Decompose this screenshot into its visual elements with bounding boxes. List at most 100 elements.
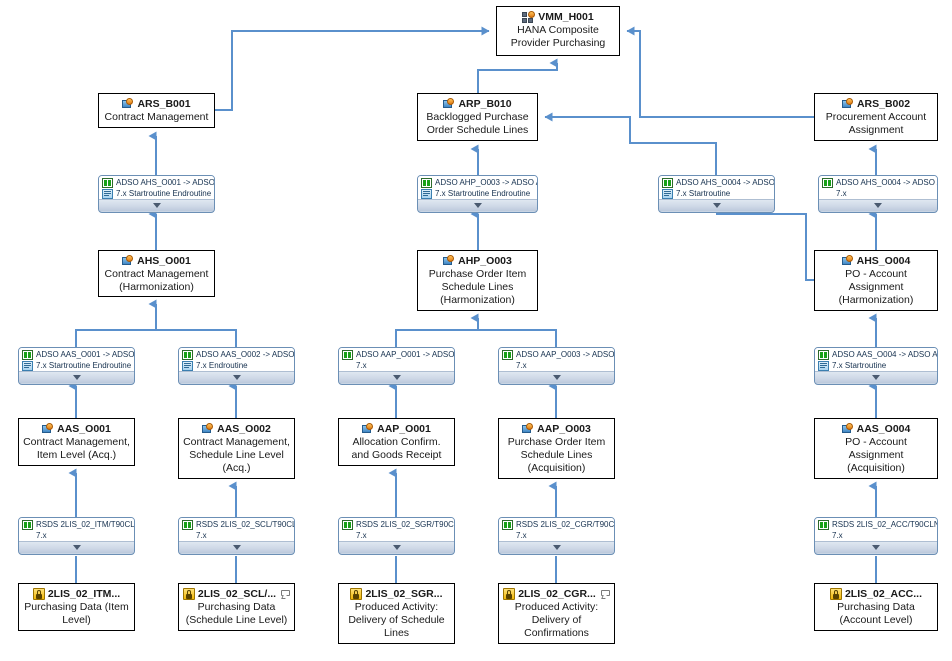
expand-collapse-handle[interactable] [99,199,214,211]
node-id-label: AAS_O004 [856,423,911,435]
transformation-icon [22,520,33,530]
transformation-ahs-o001-to-ar[interactable]: ADSO AHS_O001 -> ADSO AR... 7.x Startrou… [98,175,215,213]
node-ahs-o001[interactable]: AHS_O001 Contract Management (Harmonizat… [98,250,215,297]
transformation-body: RSDS 2LIS_02_SGR/T90CLNTO... 7.x [339,518,454,541]
expand-collapse-handle[interactable] [179,541,294,553]
expand-collapse-handle[interactable] [815,541,937,553]
transformation-row-source: ADSO AHS_O004 -> ADSO AR... [819,176,937,188]
expand-collapse-handle[interactable] [659,199,774,211]
transformation-version-label: 7.x Startroutine Endroutine [435,189,531,198]
node-title: AAS_O004 [817,422,935,436]
transformation-body: RSDS 2LIS_02_SCL/T90CLNTO... 7.x [179,518,294,541]
transformation-label: ADSO AHP_O003 -> ADSO AR... [435,178,537,187]
datasource-icon [182,588,195,600]
node-datasource-cgr[interactable]: 2LIS_02_CGR... Produced Activity: Delive… [498,583,615,644]
node-aas-o001[interactable]: AAS_O001 Contract Management, Item Level… [18,418,135,466]
transformation-body: ADSO AHP_O003 -> ADSO AR... 7.x Startrou… [418,176,537,199]
transformation-row-version: 7.x [815,530,937,541]
expand-collapse-handle[interactable] [19,541,134,553]
node-aap-o003[interactable]: AAP_O003 Purchase Order Item Schedule Li… [498,418,615,479]
node-desc-line: Procurement Account [825,111,927,123]
transformation-rsds-acc[interactable]: RSDS 2LIS_02_ACC/T90CLNTO... 7.x [814,517,938,555]
expand-collapse-handle[interactable] [499,541,614,553]
expand-collapse-handle[interactable] [179,371,294,383]
transformation-aas-o002-to-ah[interactable]: ADSO AAS_O002 -> ADSO AH... 7.x Endrouti… [178,347,295,385]
infoprovider-cube-icon [522,423,534,435]
node-ahs-o004[interactable]: AHS_O004 PO - Account Assignment (Harmon… [814,250,938,311]
expand-collapse-handle[interactable] [815,371,937,383]
expand-collapse-handle[interactable] [819,199,937,211]
node-arp-b010[interactable]: ARP_B010 Backlogged Purchase Order Sched… [417,93,538,141]
transformation-row-version: 7.x [339,360,454,371]
transformation-icon [502,520,513,530]
transformation-body: ADSO AAS_O004 -> ADSO AH... 7.x Startrou… [815,348,937,371]
transformation-row-version: 7.x [499,530,614,541]
node-id-label: 2LIS_02_CGR... [518,588,596,600]
node-aap-o001[interactable]: AAP_O001 Allocation Confirm. and Goods R… [338,418,455,466]
node-desc-line: PO - Account [845,436,907,448]
node-title: 2LIS_02_ACC... [817,587,935,601]
expand-collapse-handle[interactable] [499,371,614,383]
node-title: AHS_O004 [817,254,935,268]
expand-collapse-handle[interactable] [339,371,454,383]
transformation-aap-o003-to-ah[interactable]: ADSO AAP_O003 -> ADSO AH... 7.x [498,347,615,385]
node-desc-line: and Goods Receipt [351,449,442,461]
transformation-rsds-itm[interactable]: RSDS 2LIS_02_ITM/T90CLNTO... 7.x [18,517,135,555]
node-title: 2LIS_02_ITM... [21,587,132,601]
transformation-ahs-o004-to-ar-left[interactable]: ADSO AHS_O004 -> ADSO AR... 7.x Startrou… [658,175,775,213]
routine-icon-placeholder [822,189,833,199]
expand-collapse-handle[interactable] [19,371,134,383]
transformation-row-source: ADSO AHP_O003 -> ADSO AR... [418,176,537,188]
transformation-body: ADSO AAP_O001 -> ADSO AH... 7.x [339,348,454,371]
node-ahp-o003[interactable]: AHP_O003 Purchase Order Item Schedule Li… [417,250,538,311]
node-desc-line: (Harmonization) [440,294,515,306]
transformation-icon [182,520,193,530]
transformation-ahs-o004-to-ar-right[interactable]: ADSO AHS_O004 -> ADSO AR... 7.x [818,175,938,213]
expand-collapse-handle[interactable] [339,541,454,553]
transformation-row-source: RSDS 2LIS_02_SCL/T90CLNTO... [179,518,294,530]
transformation-icon [342,350,353,360]
transformation-version-label: 7.x Startroutine Endroutine [116,189,212,198]
transformation-body: RSDS 2LIS_02_ITM/T90CLNTO... 7.x [19,518,134,541]
transformation-aap-o001-to-ah[interactable]: ADSO AAP_O001 -> ADSO AH... 7.x [338,347,455,385]
transformation-label: RSDS 2LIS_02_CGR/T90CLNTO... [516,520,614,529]
node-title: AAS_O001 [21,422,132,436]
infoprovider-cube-icon [122,98,134,110]
transformation-row-source: ADSO AAS_O002 -> ADSO AH... [179,348,294,360]
node-vmm-h001[interactable]: VMM_H001 HANA Composite Provider Purchas… [496,6,620,56]
routine-icon-placeholder [182,531,193,541]
routine-icon [662,189,673,199]
node-datasource-itm[interactable]: 2LIS_02_ITM... Purchasing Data (Item Lev… [18,583,135,631]
transformation-aas-o004-to-ah[interactable]: ADSO AAS_O004 -> ADSO AH... 7.x Startrou… [814,347,938,385]
node-desc-line: Delivery of [531,614,582,626]
node-datasource-scl[interactable]: 2LIS_02_SCL/... Purchasing Data (Schedul… [178,583,295,631]
node-datasource-acc[interactable]: 2LIS_02_ACC... Purchasing Data (Account … [814,583,938,631]
transformation-rsds-scl[interactable]: RSDS 2LIS_02_SCL/T90CLNTO... 7.x [178,517,295,555]
transformation-rsds-cgr[interactable]: RSDS 2LIS_02_CGR/T90CLNTO... 7.x [498,517,615,555]
transformation-rsds-sgr[interactable]: RSDS 2LIS_02_SGR/T90CLNTO... 7.x [338,517,455,555]
node-aas-o002[interactable]: AAS_O002 Contract Management, Schedule L… [178,418,295,479]
transformation-body: ADSO AHS_O004 -> ADSO AR... 7.x Startrou… [659,176,774,199]
transformation-icon [662,178,673,188]
transformation-row-source: ADSO AAP_O001 -> ADSO AH... [339,348,454,360]
infoprovider-cube-icon [841,98,854,110]
transformation-row-source: ADSO AHS_O001 -> ADSO AR... [99,176,214,188]
expand-collapse-handle[interactable] [418,199,537,211]
node-title: AAP_O003 [501,422,612,436]
transformation-row-source: ADSO AAP_O003 -> ADSO AH... [499,348,614,360]
node-datasource-sgr[interactable]: 2LIS_02_SGR... Produced Activity: Delive… [338,583,455,644]
transformation-ahp-o003-to-ar[interactable]: ADSO AHP_O003 -> ADSO AR... 7.x Startrou… [417,175,538,213]
node-desc-line: (Harmonization) [119,281,194,293]
node-aas-o004[interactable]: AAS_O004 PO - Account Assignment (Acquis… [814,418,938,479]
transformation-version-label: 7.x [836,189,847,198]
transformation-row-version: 7.x Endroutine [179,360,294,371]
node-ars-b002[interactable]: ARS_B002 Procurement Account Assignment [814,93,938,141]
transformation-aas-o001-to-ah[interactable]: ADSO AAS_O001 -> ADSO AH... 7.x Startrou… [18,347,135,385]
node-desc-line: Delivery of Schedule [348,614,445,626]
node-desc-line: Confirmations [524,627,589,639]
node-title: VMM_H001 [499,10,617,24]
node-ars-b001[interactable]: ARS_B001 Contract Management [98,93,215,128]
node-desc-line: Purchasing Data (Item [24,601,129,613]
routine-icon-placeholder [342,531,353,541]
